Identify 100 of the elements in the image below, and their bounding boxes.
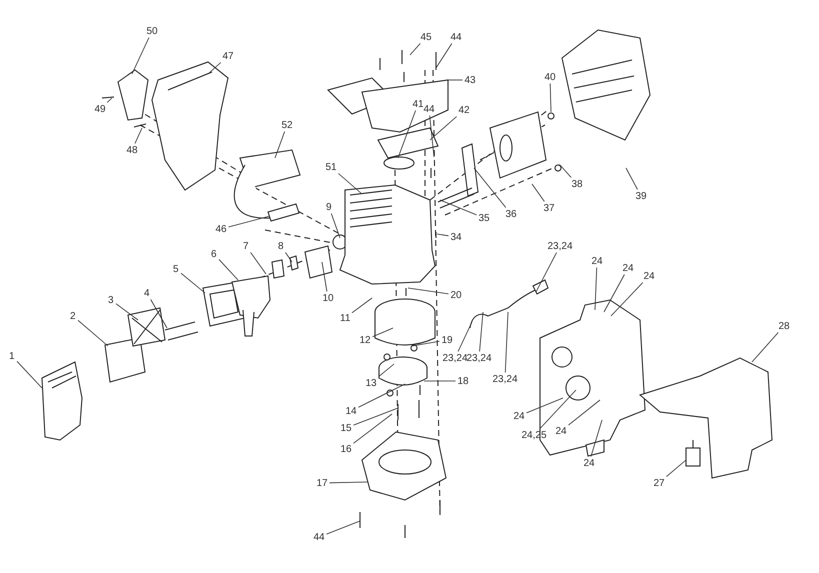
callout-number: 38 <box>570 178 584 190</box>
callout-number: 7 <box>242 240 250 252</box>
callout-number: 47 <box>222 50 235 62</box>
callout-number: 36 <box>504 208 518 220</box>
leader-line <box>560 164 572 178</box>
leader-line <box>372 328 394 338</box>
callout-number: 24 <box>590 256 604 266</box>
callout-number: 40 <box>544 72 557 82</box>
leader-line <box>134 128 142 144</box>
leader-line <box>358 384 406 408</box>
leader-line <box>150 299 168 328</box>
callout-number: 13 <box>364 378 378 388</box>
callout-number: 28 <box>778 320 791 332</box>
callout-number: 24 <box>554 426 568 436</box>
leader-line <box>540 390 576 429</box>
callout-number: 19 <box>440 334 454 346</box>
callout-number: 23,24 <box>492 374 519 384</box>
leader-line <box>274 131 286 158</box>
leader-line <box>568 400 600 426</box>
leader-line <box>440 200 477 216</box>
callout-number: 48 <box>126 144 139 156</box>
callout-number: 10 <box>322 292 335 304</box>
leader-line <box>353 414 392 444</box>
callout-number: 1 <box>8 350 16 362</box>
callout-number: 11 <box>339 312 352 324</box>
leader-line <box>106 98 112 103</box>
leader-line <box>626 168 638 190</box>
leader-line <box>474 168 506 208</box>
callout-number: 27 <box>652 478 666 488</box>
leader-line <box>408 288 449 294</box>
leader-line <box>378 364 394 378</box>
leader-line <box>228 216 270 228</box>
callout-number: 34 <box>450 232 463 242</box>
leader-line <box>479 312 484 352</box>
leader-line <box>218 259 238 280</box>
leader-line <box>610 282 644 316</box>
leader-line <box>78 320 108 346</box>
leader-line <box>752 332 779 362</box>
callout-number: 49 <box>94 104 107 114</box>
leader-line <box>16 360 42 388</box>
leader-line <box>458 322 472 352</box>
callout-number: 52 <box>280 120 294 130</box>
leader-line <box>352 298 372 314</box>
callout-number: 15 <box>340 422 353 434</box>
leader-line <box>532 184 545 202</box>
callout-number: 37 <box>542 202 556 214</box>
leader-line <box>322 262 328 292</box>
callout-number: 8 <box>277 240 285 252</box>
callout-number: 44 <box>450 32 463 42</box>
leader-line <box>412 340 440 346</box>
callout-number: 17 <box>316 478 329 488</box>
leader-line <box>526 398 564 414</box>
callout-number: 12 <box>358 334 372 346</box>
callout-number: 3 <box>107 294 115 306</box>
callout-number: 4 <box>143 288 151 298</box>
leader-line <box>436 43 452 68</box>
callout-number: 50 <box>146 26 159 36</box>
callout-number: 39 <box>634 190 648 202</box>
callout-number: 23,24 <box>546 240 574 252</box>
callout-number: 46 <box>214 224 228 234</box>
callout-number: 6 <box>210 248 218 260</box>
leader-line <box>180 272 206 294</box>
callout-number: 43 <box>464 74 477 86</box>
callout-number: 14 <box>344 406 358 416</box>
callout-number: 24 <box>622 262 635 274</box>
callout-number: 51 <box>324 162 338 172</box>
callout-number: 2 <box>69 310 77 322</box>
leader-line <box>410 43 421 56</box>
callout-number: 42 <box>458 104 471 116</box>
leader-line <box>208 62 222 74</box>
callout-number: 5 <box>172 264 180 274</box>
callout-number: 24 <box>512 410 526 422</box>
callout-number: 16 <box>340 444 353 454</box>
leader-line <box>285 252 292 262</box>
leader-line <box>430 116 458 140</box>
callout-number: 24 <box>582 458 596 468</box>
leader-line <box>330 213 340 238</box>
leader-line <box>326 520 360 534</box>
leader-line <box>250 252 266 274</box>
callout-number: 41 <box>412 98 425 110</box>
leader-line <box>550 83 552 112</box>
leader-line <box>429 115 434 158</box>
callout-number: 45 <box>420 32 433 42</box>
callout-number: 44 <box>312 532 326 542</box>
leader-line <box>338 173 362 194</box>
leader-line <box>436 234 449 236</box>
leader-line <box>504 312 508 373</box>
leader-line <box>536 252 557 292</box>
callout-number: 44 <box>422 104 436 114</box>
leader-line <box>132 37 150 74</box>
callout-number: 24 <box>642 270 656 282</box>
leader-line <box>116 303 138 320</box>
leader-line <box>424 380 456 382</box>
leader-line <box>590 420 602 457</box>
callout-number: 9 <box>325 202 333 212</box>
leader-line <box>329 482 368 484</box>
leader-line <box>594 267 598 310</box>
leader-line <box>398 110 416 158</box>
callout-number: 18 <box>456 376 470 386</box>
callout-number: 35 <box>478 212 491 224</box>
